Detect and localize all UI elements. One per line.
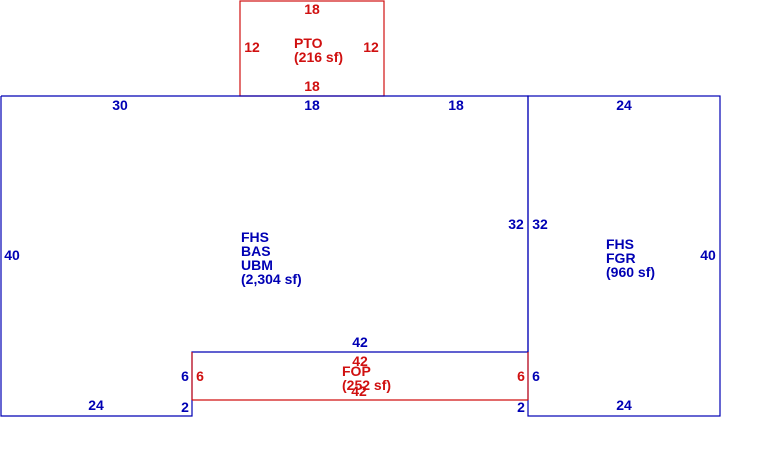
- main-area-code-3: UBM: [241, 257, 273, 273]
- main-area-size: (2,304 sf): [241, 271, 302, 287]
- fop-left-dimension: 6: [196, 368, 204, 384]
- main-inner-left-dimension: 6: [181, 368, 189, 384]
- main-inner-top-dimension: 42: [352, 334, 368, 350]
- main-bottom-left-dimension: 24: [88, 397, 104, 413]
- garage-outline: [527, 95, 721, 417]
- garage-area-size: (960 sf): [606, 264, 655, 280]
- main-top-left-dimension: 30: [112, 97, 128, 113]
- pto-right-dimension: 12: [363, 39, 379, 55]
- garage-top-dimension: 24: [616, 97, 632, 113]
- fop-area-code: FOP: [342, 363, 371, 379]
- fop-bottom-dimension: 42: [351, 383, 367, 399]
- garage-area-code-1: FHS: [606, 236, 634, 252]
- pto-top-dimension: 18: [304, 1, 320, 17]
- pto-left-dimension: 12: [244, 39, 260, 55]
- fop-right-dimension: 6: [517, 368, 525, 384]
- garage-left-dimension: 32: [532, 216, 548, 232]
- garage-inner-left-dimension: 6: [532, 368, 540, 384]
- main-top-mid-dimension: 18: [304, 97, 320, 113]
- fop-area-size: (252 sf): [342, 377, 391, 393]
- pto-area-size: (216 sf): [294, 49, 343, 65]
- pto-bottom-dimension: 18: [304, 78, 320, 94]
- garage-notch-dimension: 2: [517, 399, 525, 415]
- main-right-dimension: 32: [508, 216, 524, 232]
- main-notch-dimension: 2: [181, 399, 189, 415]
- main-top-right-dimension: 18: [448, 97, 464, 113]
- garage-right-dimension: 40: [700, 247, 716, 263]
- pto-area-code: PTO: [294, 35, 323, 51]
- fop-top-dimension: 42: [352, 353, 368, 369]
- garage-bottom-dimension: 24: [616, 397, 632, 413]
- main-area-code-2: BAS: [241, 243, 271, 259]
- garage-area-code-2: FGR: [606, 250, 636, 266]
- main-area-code-1: FHS: [241, 229, 269, 245]
- main-left-dimension: 40: [4, 247, 20, 263]
